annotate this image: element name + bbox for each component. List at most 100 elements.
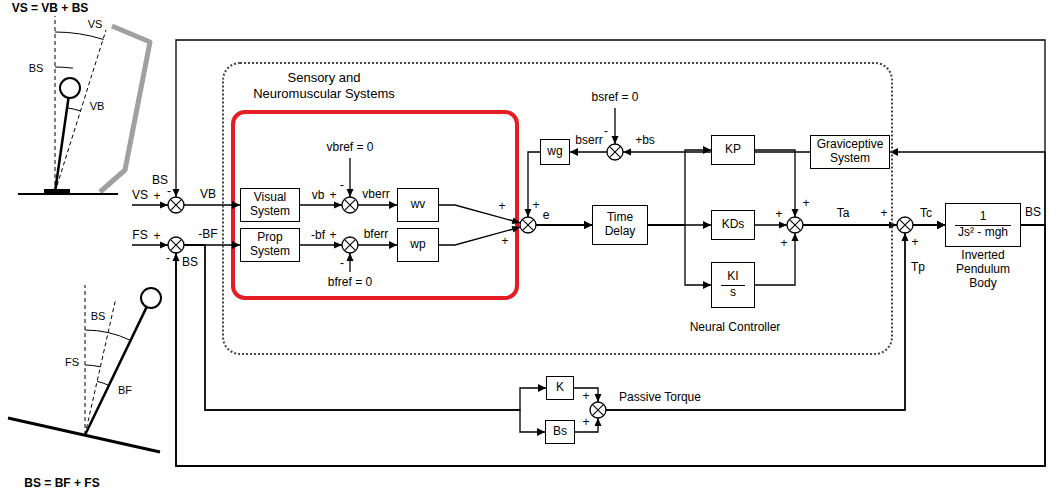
junction-cross [344,239,355,250]
signal-label: BS [29,62,44,75]
junction-cross [522,219,533,230]
junction-cross [170,239,181,250]
signal-label: VS [88,18,103,31]
signal-label: + [582,390,589,404]
signal-line [648,150,711,225]
delay-box: Time Delay [592,205,648,245]
signal-line [575,225,945,432]
signal-label: - [167,185,171,199]
signal-label: bferr [364,228,389,242]
signal-line [574,225,945,410]
system-boundary: Sensory and Neuromuscular SystemsVisual … [222,62,893,355]
junction-cross [592,404,603,415]
junction-cross [789,219,800,230]
signal-label: + [911,236,918,250]
summing-junction [787,217,803,233]
summing-junction [607,144,623,160]
summing-junction [168,237,184,253]
gain-box: Bs [545,420,575,444]
signal-line [570,151,810,152]
signal-label: -bf [311,229,325,243]
signal-line [176,225,1045,466]
junction-cross [592,404,603,415]
summing-junction [168,197,184,213]
arrowhead [525,209,532,217]
box-label: wg [547,145,562,159]
signal-label: Passive Torque [619,391,701,405]
signal-line [755,225,945,285]
signal-label: vberr [362,188,389,202]
gain-box: KDs [711,210,755,240]
signal-label: Tc [920,207,932,221]
junction-cross [899,219,910,230]
signal-label: VS = VB + BS [12,2,89,16]
platform [8,418,160,452]
transfer-box: KIs [711,262,755,308]
box-label: wv [411,198,426,212]
box-label: wp [410,238,425,252]
arrowhead [512,217,521,224]
gain-box: wv [397,188,439,222]
angle-arc [67,108,81,111]
signal-label: + [501,235,508,249]
junction-cross [170,239,181,250]
signal-label: BS [152,174,168,188]
box-label: K [556,381,564,395]
signal-label: + [880,207,887,221]
signal-label: + [153,230,160,244]
signal-label: BS [91,310,106,323]
sensor-box: Prop System [240,228,300,262]
arrowhead [173,253,180,261]
signal-label: + [498,200,505,214]
summing-junction [520,217,536,233]
signal-label: vbref = 0 [326,141,373,155]
signal-label: - [604,125,608,139]
fraction-denominator: Js² - mgh [958,226,1008,240]
junction-cross [789,219,800,230]
signal-label: + [153,190,160,204]
sensor-box: Graviceptive System [810,135,890,169]
signal-label: + [532,199,539,213]
arrowhead [792,233,799,241]
signal-label: FS [65,356,79,369]
gain-box: K [546,376,574,400]
summing-junction [342,197,358,213]
visual-tilt-figure [18,16,150,194]
arrowhead [334,242,342,249]
signal-label: BS [1025,206,1041,220]
head [141,288,161,308]
signal-label: +bs [635,134,655,148]
signal-label: bfref = 0 [328,276,372,290]
body-line [55,98,69,192]
signal-line [176,225,1045,466]
signal-label: + [329,189,336,203]
angle-arc [85,330,131,340]
junction-cross [170,199,181,210]
signal-line [439,205,592,225]
junction-cross [170,199,181,210]
signal-label: VS [132,189,148,203]
signal-label: VB [200,188,216,202]
arrowhead [347,189,354,197]
box-label: KDs [722,218,745,232]
arrowhead [902,233,909,241]
box-label: Visual System [245,191,295,219]
arrowhead [173,189,180,197]
summing-junction [342,237,358,253]
gain-box: wp [397,228,439,262]
signal-label: + [775,208,782,222]
angle-arc [55,67,73,68]
arrowhead [779,222,787,229]
arrowhead [612,136,619,144]
arrowhead [595,418,602,426]
fraction-numerator: KI [721,270,745,286]
gain-box: wg [540,139,570,165]
junction-cross [344,199,355,210]
box-label: Time Delay [597,211,643,239]
gain-box: KP [711,135,755,165]
signal-label: FS [132,229,147,243]
angle-arc [97,381,109,385]
